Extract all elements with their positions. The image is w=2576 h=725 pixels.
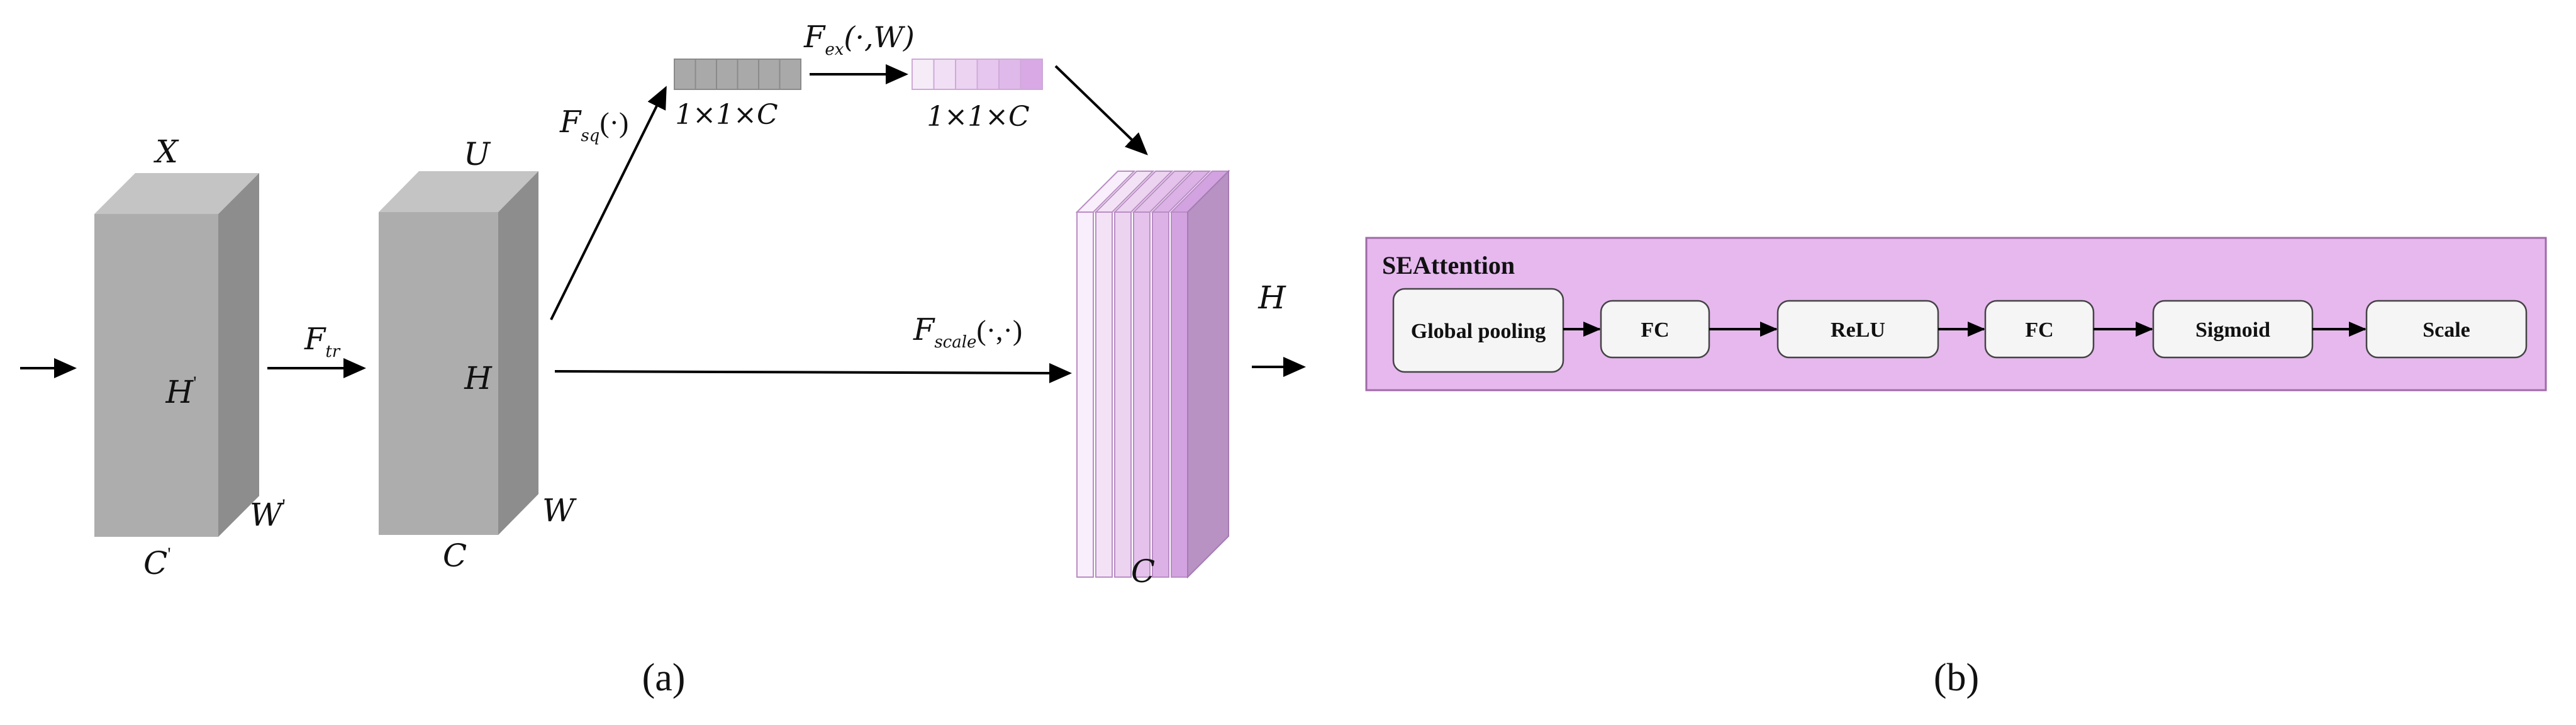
output-slice (1133, 211, 1151, 578)
label-h: H (464, 360, 493, 396)
excitation-vector (912, 59, 1043, 90)
output-block (1075, 169, 1230, 579)
squeeze-cell (716, 59, 739, 90)
block-u (379, 171, 538, 535)
fsq-arrow (550, 86, 667, 320)
vec1-label: 1×1×C (675, 99, 778, 131)
panel-b: SEAttention Global pooling FC ReLU FC Sigmoi… (1365, 237, 2547, 391)
label-h-prime: H' (165, 373, 196, 410)
label-c: C (443, 537, 467, 574)
excitation-cell (955, 59, 978, 90)
vec2-label: 1×1×C (927, 101, 1029, 133)
label-w-prime: W' (250, 495, 286, 533)
output-slice (1171, 211, 1188, 578)
fscale-arrow (554, 362, 1072, 383)
squeeze-cell (737, 59, 759, 90)
excitation-cell (976, 59, 1000, 90)
label-c-prime: C' (143, 544, 171, 582)
label-x: X (153, 133, 179, 170)
excitation-cell (912, 59, 935, 90)
relu-block-label: ReLU (1831, 318, 1885, 342)
label-f-ex: Fex(·,W) (803, 20, 915, 59)
squeeze-vector (674, 59, 801, 90)
scale-block-label: Scale (2423, 318, 2470, 342)
output-slice (1114, 211, 1132, 578)
block-x-top (94, 173, 259, 214)
label-f-scale: Fscale(·,·) (913, 312, 1022, 352)
seattention-title: SEAttention (1382, 251, 1515, 279)
squeeze-cell (674, 59, 696, 90)
scale-block (2365, 300, 2528, 359)
pipeline: Global pooling FC ReLU FC Sigmoid Scale (1392, 288, 2528, 373)
block-u-top (379, 171, 538, 212)
output-slice (1095, 211, 1113, 578)
excitation-cell (1020, 59, 1043, 90)
output-slice (1152, 211, 1169, 578)
excitation-cell (998, 59, 1022, 90)
sigmoid-block-label: Sigmoid (2195, 318, 2270, 342)
squeeze-cell (758, 59, 781, 90)
caption-a: (a) (642, 656, 686, 699)
label-u: U (464, 136, 491, 172)
block-u-front (379, 212, 498, 535)
squeeze-cell (694, 59, 717, 90)
block-x-side (218, 173, 259, 537)
excite-to-output-arrow (1054, 65, 1148, 155)
caption-b: (b) (1934, 656, 1979, 699)
panel-a: X H' W' C' Ftr U H W C Fsq(·) 1×1×C Fex(… (20, 20, 1306, 590)
output-label-c: C (1131, 553, 1155, 590)
label-f-sq: Fsq(·) (559, 104, 628, 145)
block-u-side (498, 171, 538, 535)
block-x-front (94, 214, 218, 537)
label-f-tr: Ftr (304, 322, 341, 361)
fc-block-1-label: FC (1641, 318, 1669, 342)
label-w: W (542, 492, 577, 529)
block-x (94, 173, 259, 537)
output-side (1187, 169, 1229, 579)
excitation-cell (933, 59, 956, 90)
global-pooling-block-label: Global pooling (1411, 320, 1546, 343)
output-slice (1076, 211, 1094, 578)
fc-block-2-label: FC (2025, 318, 2053, 342)
output-label-h: H (1257, 279, 1286, 316)
squeeze-cell (779, 59, 801, 90)
